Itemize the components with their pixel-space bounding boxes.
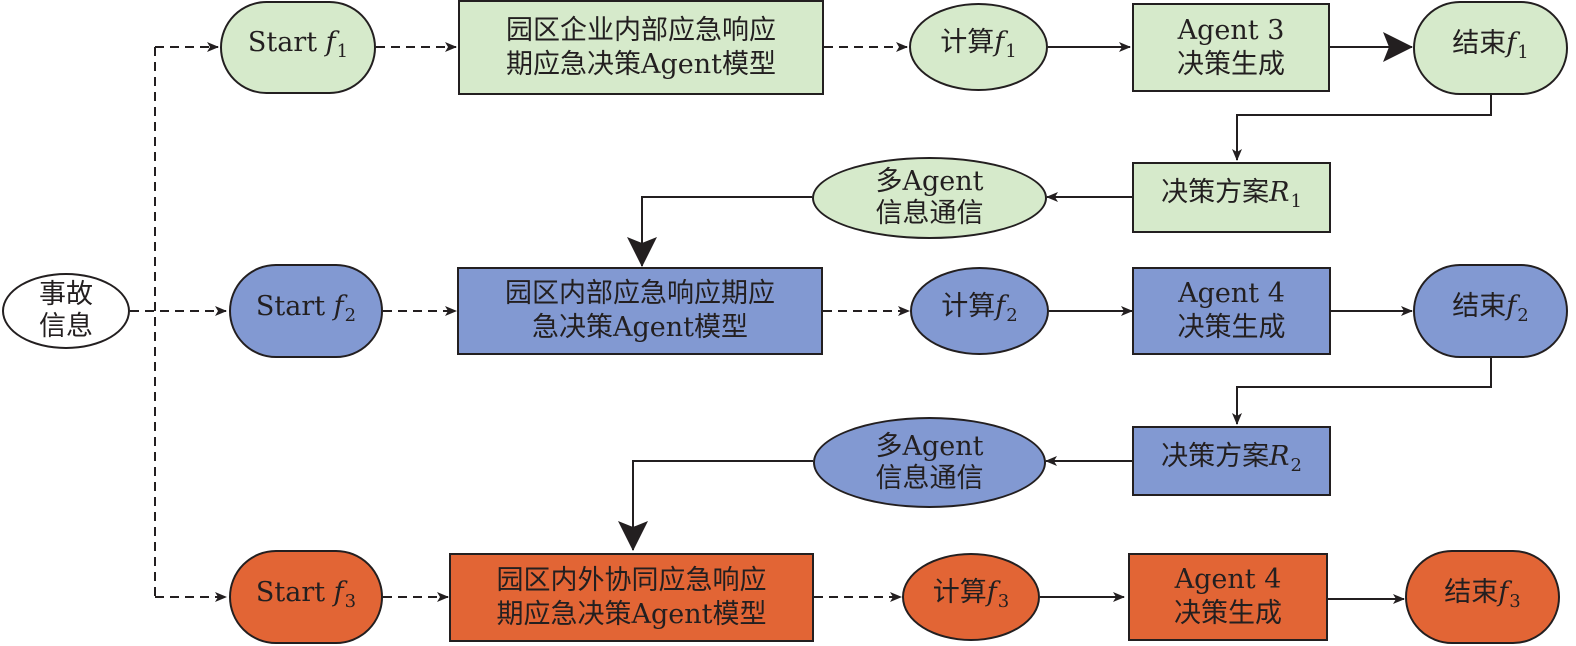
agent3-line1: Agent 3 [1177, 14, 1285, 46]
model-f1-line1: 园区企业内部应急响应 [506, 14, 776, 46]
comm1-node: 多Agent 信息通信 [812, 157, 1047, 239]
model-f3-node: 园区内外协同应急响应 期应急决策Agent模型 [449, 553, 814, 642]
accident-info-node: 事故 信息 [2, 273, 130, 349]
end-f3-label: 结束f3 [1444, 576, 1520, 619]
agent4-row2-line1: Agent 4 [1178, 278, 1285, 309]
edge-comm2-to-model3 [618, 460, 813, 551]
agent4-row2-line2: 决策生成 [1177, 312, 1286, 343]
plan-r2-var: R [1269, 440, 1290, 472]
compute-f2-var: f [995, 290, 1006, 322]
end-f2-var: f [1506, 290, 1517, 322]
model-f2-line1: 园区内部应急响应期应 [505, 278, 775, 309]
compute-f3-sub: 3 [997, 590, 1010, 612]
end-f1-sub: 1 [1517, 41, 1529, 63]
agent4-row3-line2: 决策生成 [1174, 598, 1282, 629]
plan-r1-node: 决策方案R1 [1132, 162, 1331, 233]
model-f1-line2: 期应急决策Agent模型 [506, 48, 776, 80]
accident-info-line1: 事故 [39, 279, 93, 310]
end-f2-text: 结束 [1452, 290, 1507, 322]
plan-r1-label: 决策方案R1 [1161, 176, 1302, 219]
end-f1-text: 结束 [1452, 27, 1507, 59]
compute-f2-label: 计算f2 [941, 290, 1017, 333]
end-f3-node: 结束f3 [1405, 550, 1560, 644]
comm2-line1: 多Agent [875, 430, 984, 462]
agent4-row3-line1: Agent 4 [1174, 564, 1282, 595]
model-f3-line2: 期应急决策Agent模型 [496, 598, 767, 630]
edge-end1-to-plan1 [1232, 95, 1492, 161]
model-f3-line1: 园区内外协同应急响应 [496, 564, 767, 596]
agent4-decision-node-row3: Agent 4 决策生成 [1128, 553, 1328, 641]
agent4-decision-node-row2: Agent 4 决策生成 [1132, 267, 1331, 355]
plan-r2-text: 决策方案 [1161, 440, 1270, 472]
compute-f3-label: 计算f3 [933, 576, 1009, 619]
end-f3-sub: 3 [1509, 590, 1521, 612]
comm1-line2: 信息通信 [875, 198, 984, 229]
end-f3-var: f [1498, 576, 1509, 608]
comm2-line2: 信息通信 [875, 462, 984, 494]
model-f1-node: 园区企业内部应急响应 期应急决策Agent模型 [458, 0, 824, 95]
start-f1-sub: 1 [336, 41, 349, 62]
plan-r1-var: R [1269, 177, 1290, 208]
start-f2-sub: 2 [344, 304, 357, 326]
end-f1-label: 结束f1 [1452, 27, 1528, 70]
compute-f2-node: 计算f2 [910, 267, 1049, 355]
end-f3-text: 结束 [1444, 576, 1499, 608]
start-f1-label: Start f1 [248, 26, 348, 69]
start-f2-label: Start f2 [256, 290, 356, 333]
end-f1-node: 结束f1 [1413, 1, 1568, 95]
start-f3-node: Start f3 [229, 550, 383, 644]
agent3-decision-node: Agent 3 决策生成 [1132, 3, 1330, 92]
model-f2-node: 园区内部应急响应期应 急决策Agent模型 [457, 267, 823, 355]
compute-f2-text: 计算 [941, 290, 996, 322]
edge-comm1-to-model2 [627, 196, 812, 267]
start-f1-node: Start f1 [220, 1, 376, 94]
compute-f1-sub: 1 [1005, 40, 1017, 62]
compute-f1-var: f [994, 26, 1005, 58]
compute-f1-label: 计算f1 [940, 26, 1016, 69]
plan-r1-sub: 1 [1290, 191, 1302, 212]
end-f2-node: 结束f2 [1413, 264, 1568, 358]
start-f2-node: Start f2 [229, 264, 383, 358]
start-f3-text: Start [255, 576, 326, 608]
start-f3-var: f [333, 576, 344, 608]
start-f2-var: f [333, 290, 344, 322]
model-f2-line2: 急决策Agent模型 [532, 312, 748, 343]
compute-f2-sub: 2 [1006, 304, 1018, 326]
end-f2-label: 结束f2 [1452, 290, 1528, 333]
compute-f1-text: 计算 [940, 26, 995, 58]
end-f1-var: f [1506, 27, 1517, 59]
compute-f1-node: 计算f1 [909, 3, 1048, 91]
accident-info-line2: 信息 [39, 311, 93, 342]
plan-r2-label: 决策方案R2 [1161, 440, 1302, 483]
comm1-line1: 多Agent [875, 166, 984, 197]
start-f3-sub: 3 [344, 590, 357, 612]
compute-f3-var: f [986, 576, 997, 608]
agent3-line2: 决策生成 [1177, 48, 1285, 80]
end-f2-sub: 2 [1517, 304, 1529, 326]
plan-r2-sub: 2 [1290, 454, 1302, 476]
start-f3-label: Start f3 [256, 576, 356, 619]
start-f2-text: Start [255, 290, 326, 322]
plan-r2-node: 决策方案R2 [1132, 426, 1331, 496]
comm2-node: 多Agent 信息通信 [813, 417, 1046, 508]
start-f1-var: f [325, 27, 336, 58]
plan-r1-text: 决策方案 [1161, 177, 1270, 208]
compute-f3-text: 计算 [932, 576, 987, 608]
compute-f3-node: 计算f3 [902, 553, 1040, 641]
start-f1-text: Start [247, 27, 318, 58]
edge-end2-to-plan2 [1232, 358, 1492, 425]
